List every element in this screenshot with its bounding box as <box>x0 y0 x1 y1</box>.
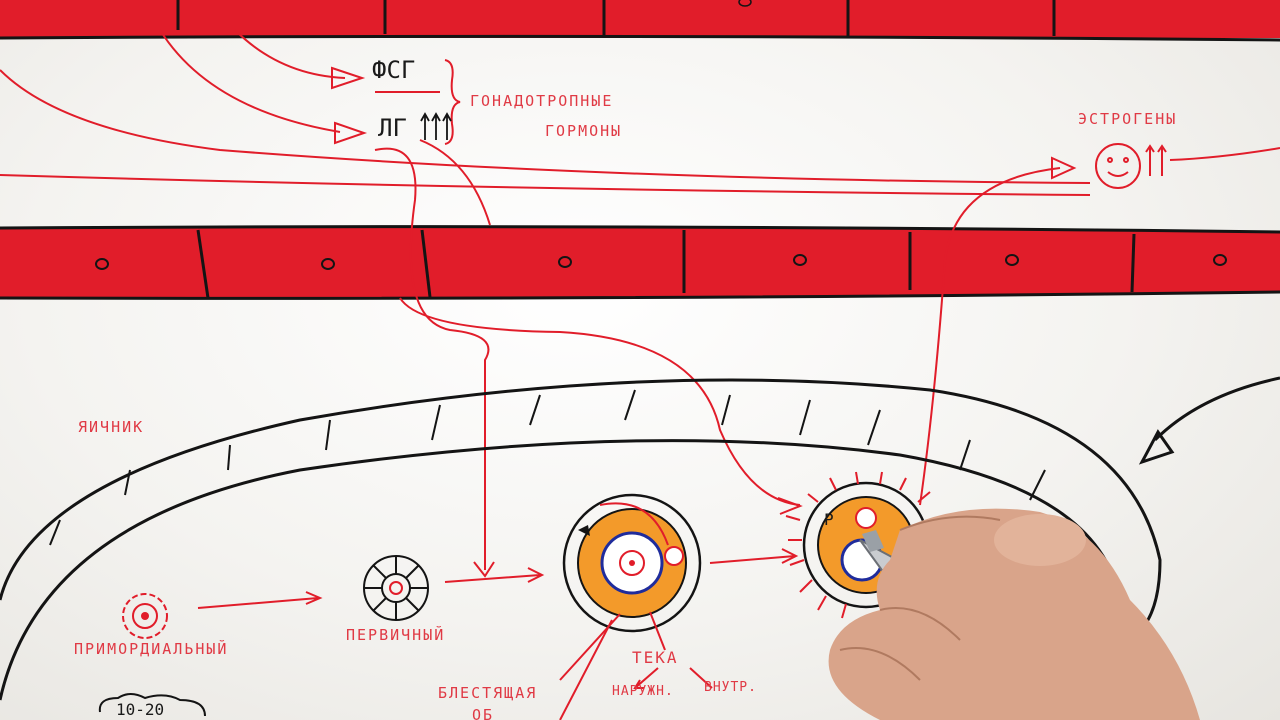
hormone-brace <box>444 59 461 145</box>
drawing-hand <box>828 508 1200 720</box>
primary-follicle <box>363 555 429 621</box>
hormone-flow-lines <box>0 29 1280 570</box>
fsh-label: ФСГ <box>372 56 416 84</box>
ink-arrowhead <box>1138 376 1280 465</box>
theca-inner-label: ВНУТР. <box>704 680 757 695</box>
arrow-secondary-to-tertiary <box>709 548 799 564</box>
follicle-marker-label: Р <box>824 510 834 529</box>
theca-label: ТЕКА <box>632 648 679 667</box>
primary-label: ПЕРВИЧНЫЙ <box>346 626 446 644</box>
primordial-label: ПРИМОРДИАЛЬНЫЙ <box>74 640 229 658</box>
arrow-primary-to-secondary <box>444 567 545 583</box>
estrogens-label: ЭСТРОГЕНЫ <box>1078 110 1178 128</box>
primordial-follicle <box>122 593 168 639</box>
arrowheads <box>331 66 1077 578</box>
bottom-vessel-wall <box>0 225 1280 300</box>
zona-label-line2: ОБ <box>472 706 495 720</box>
lh-label: ЛГ <box>378 114 407 142</box>
gonadotropic-label-line1: ГОНАДОТРОПНЫЕ <box>470 92 614 110</box>
secondary-follicle <box>562 493 702 633</box>
count-note-outline <box>98 693 206 717</box>
theca-outer-label: НАРУЖН. <box>612 684 674 699</box>
ovary-label: ЯИЧНИК <box>78 418 145 436</box>
primary-oocyte-nucleus <box>389 581 403 595</box>
estrogen-cell <box>1095 143 1167 189</box>
gonadotropic-label-line2: ГОРМОНЫ <box>545 122 623 140</box>
arrow-primordial-to-primary <box>197 591 323 609</box>
theca-pointers <box>559 611 713 720</box>
top-vessel-wall <box>0 0 1280 42</box>
lh-increase-arrows <box>420 112 452 140</box>
cortex-hatching <box>49 389 1046 546</box>
count-note-label: 10-20 <box>116 700 165 719</box>
zona-label-line1: БЛЕСТЯЩАЯ <box>438 684 538 702</box>
